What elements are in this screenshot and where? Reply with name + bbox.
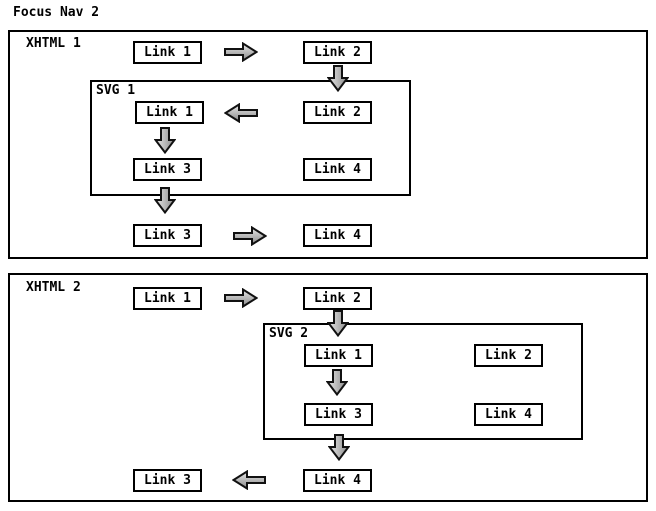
svg1-link-3[interactable]: Link 3 (133, 158, 202, 181)
arrow-right-icon (233, 226, 267, 246)
arrow-down-icon (326, 369, 348, 396)
arrow-down-icon (327, 310, 349, 337)
xhtml1-link-2[interactable]: Link 2 (303, 41, 372, 64)
arrow-right-icon (224, 42, 258, 62)
svg1-link-2[interactable]: Link 2 (303, 101, 372, 124)
page-title: Focus Nav 2 (13, 5, 100, 20)
arrow-down-icon (154, 127, 176, 154)
svg1-link-4[interactable]: Link 4 (303, 158, 372, 181)
svg2-label: SVG 2 (267, 326, 311, 341)
xhtml2-link-1[interactable]: Link 1 (133, 287, 202, 310)
xhtml1-link-4[interactable]: Link 4 (303, 224, 372, 247)
xhtml1-link-1[interactable]: Link 1 (133, 41, 202, 64)
xhtml2-label: XHTML 2 (24, 280, 83, 295)
xhtml1-link-3[interactable]: Link 3 (133, 224, 202, 247)
svg2-link-2[interactable]: Link 2 (474, 344, 543, 367)
svg2-link-1[interactable]: Link 1 (304, 344, 373, 367)
xhtml2-link-2[interactable]: Link 2 (303, 287, 372, 310)
svg2-link-4[interactable]: Link 4 (474, 403, 543, 426)
arrow-down-icon (328, 434, 350, 461)
arrow-down-icon (154, 187, 176, 214)
xhtml2-link-3[interactable]: Link 3 (133, 469, 202, 492)
svg2-link-3[interactable]: Link 3 (304, 403, 373, 426)
arrow-right-icon (224, 288, 258, 308)
arrow-left-icon (232, 470, 266, 490)
xhtml1-label: XHTML 1 (24, 36, 83, 51)
svg1-label: SVG 1 (94, 83, 138, 98)
xhtml2-link-4[interactable]: Link 4 (303, 469, 372, 492)
arrow-down-icon (327, 65, 349, 92)
svg1-link-1[interactable]: Link 1 (135, 101, 204, 124)
arrow-left-icon (224, 103, 258, 123)
